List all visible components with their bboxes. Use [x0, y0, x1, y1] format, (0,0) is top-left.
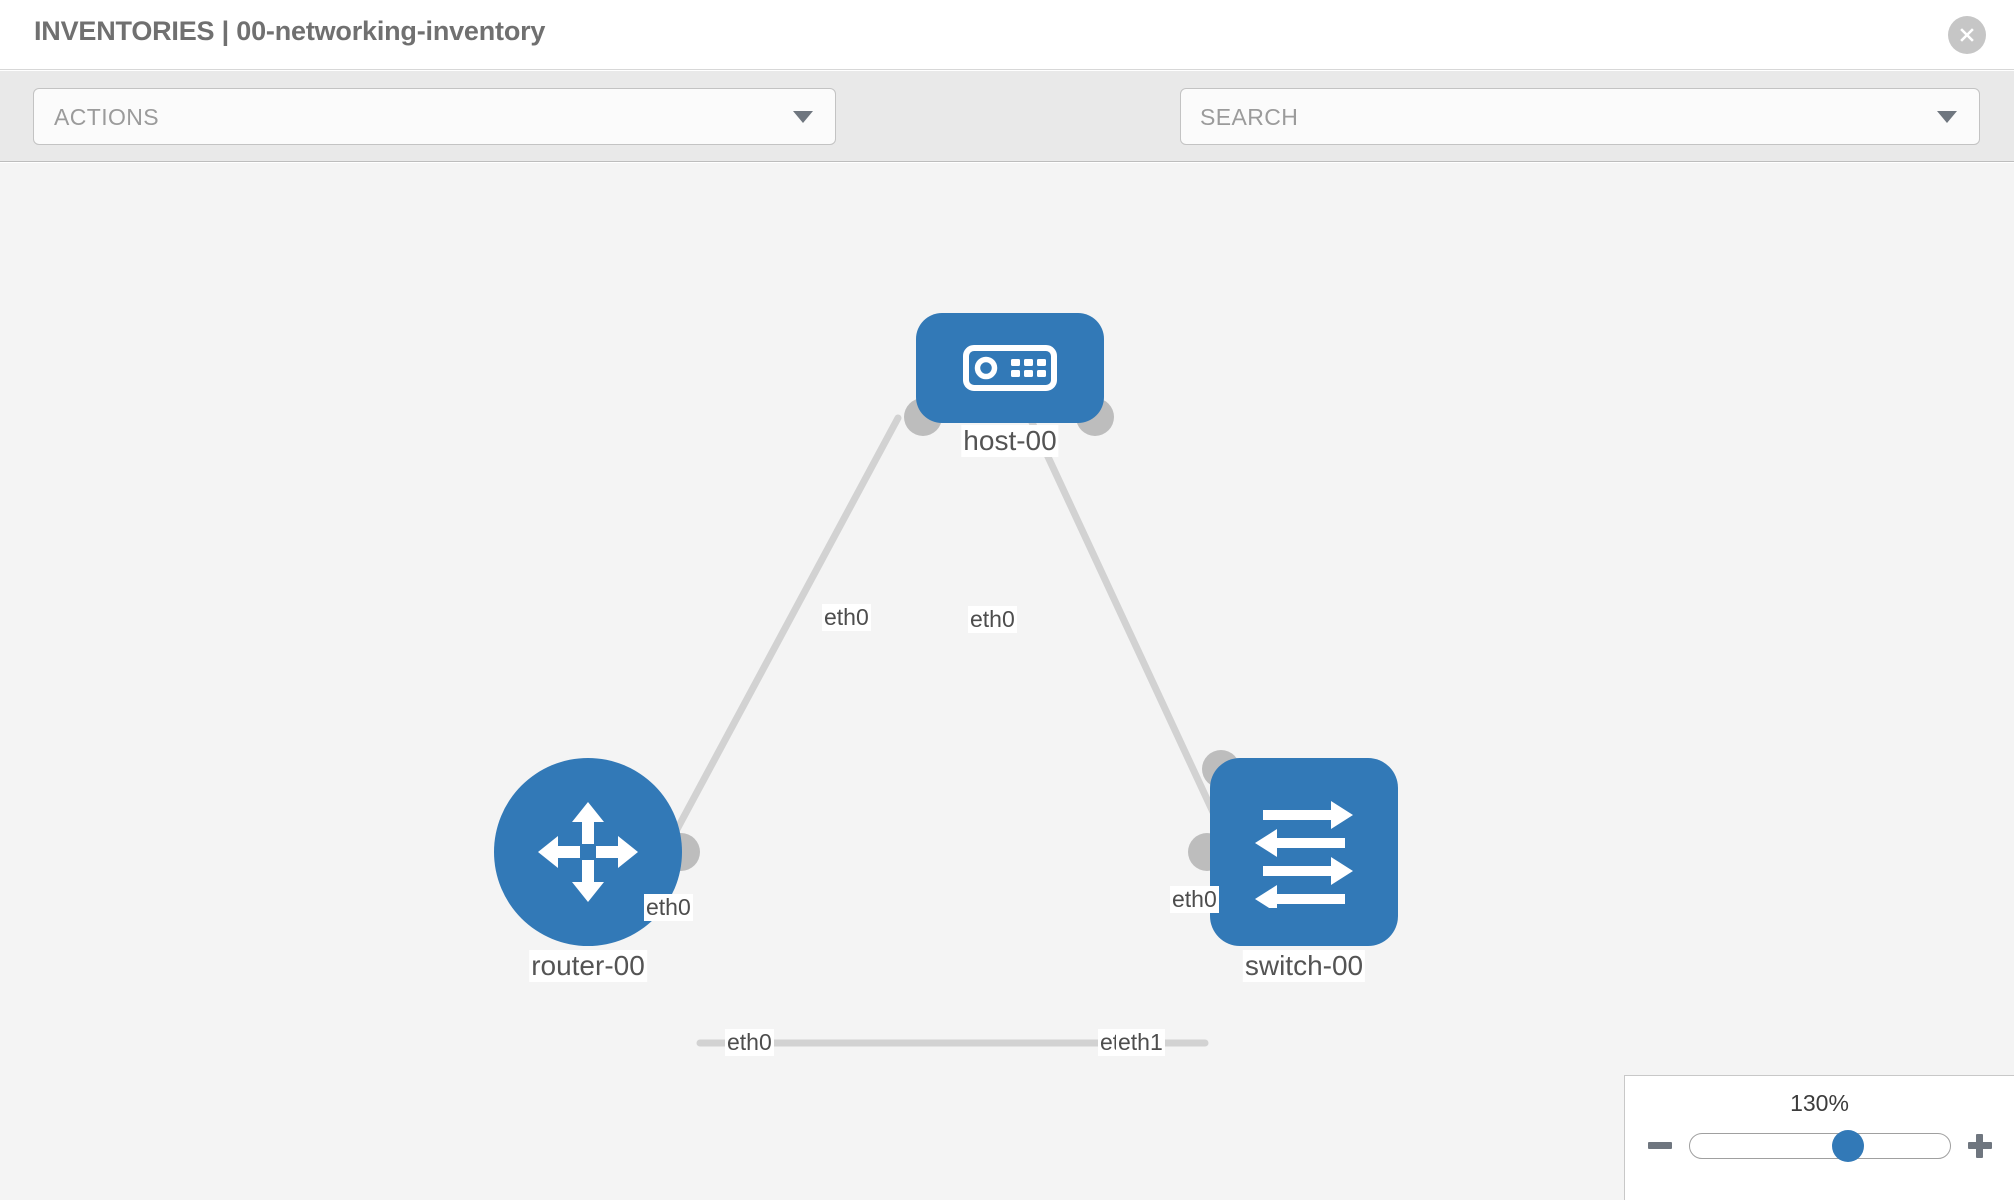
- edge-label-router00-switch00: eth0: [725, 1029, 774, 1056]
- chevron-down-icon: [793, 110, 813, 123]
- plus-icon[interactable]: [1965, 1131, 1995, 1161]
- edge-label-host00-router00: eth0: [822, 604, 871, 631]
- zoom-slider-thumb[interactable]: [1832, 1130, 1865, 1162]
- zoom-level-value: 130%: [1790, 1090, 1849, 1116]
- topology-canvas[interactable]: host-00 router-00: [0, 163, 2014, 1200]
- page-title: INVENTORIES | 00-networking-inventory: [34, 16, 546, 46]
- link-host00-switch00: [1026, 414, 1236, 857]
- switch-arrows-icon: [1255, 801, 1353, 908]
- toolbar: ACTIONS SEARCH: [0, 71, 2014, 196]
- node-switch-00[interactable]: switch-00: [1188, 750, 1398, 982]
- minus-icon[interactable]: [1645, 1131, 1675, 1161]
- close-icon[interactable]: [1948, 16, 1986, 54]
- node-host-00-label: host-00: [961, 425, 1059, 457]
- node-router-00-label: router-00: [529, 950, 647, 982]
- edge-label-switch00-eth1: eth1: [1116, 1029, 1165, 1056]
- page-header: INVENTORIES | 00-networking-inventory: [0, 0, 2014, 70]
- node-host-00[interactable]: host-00: [904, 313, 1114, 457]
- node-host-00-shape[interactable]: [916, 313, 1104, 423]
- search-input[interactable]: SEARCH: [1180, 88, 1980, 145]
- link-host00-router00: [656, 414, 902, 865]
- zoom-slider-row: [1625, 1130, 2014, 1162]
- chevron-down-icon[interactable]: [1937, 110, 1957, 123]
- zoom-slider[interactable]: [1688, 1130, 1951, 1162]
- edge-label-switch00-host00: eth0: [1170, 886, 1219, 913]
- actions-dropdown-label: ACTIONS: [54, 104, 160, 130]
- zoom-control-panel: 130%: [1624, 1075, 2014, 1200]
- search-placeholder: SEARCH: [1200, 104, 1299, 130]
- actions-dropdown[interactable]: ACTIONS: [33, 88, 836, 145]
- server-icon: [963, 345, 1057, 391]
- node-switch-00-label: switch-00: [1242, 950, 1366, 982]
- node-switch-00-shape[interactable]: [1210, 758, 1398, 946]
- edge-label-router00-host00: eth0: [644, 894, 693, 921]
- edge-label-host00-switch00: eth0: [968, 606, 1017, 633]
- router-arrows-icon: [538, 802, 638, 902]
